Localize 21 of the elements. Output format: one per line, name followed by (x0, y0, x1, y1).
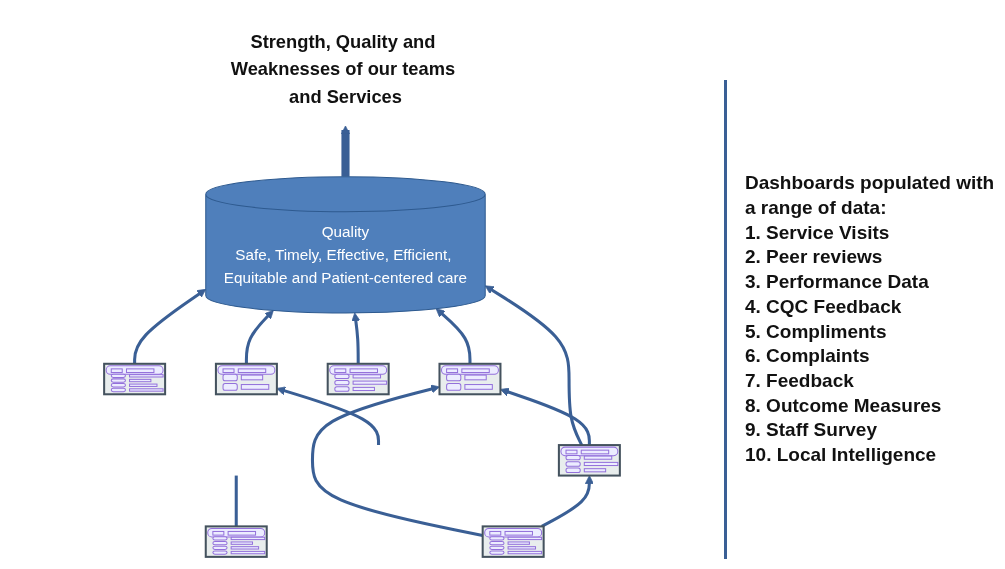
arrow (244, 309, 274, 364)
list-text: 10. Local Intelligence (745, 442, 938, 467)
arrow (341, 125, 350, 177)
list-text: Dashboards populated with a range of data: (745, 171, 996, 221)
list-text: 5. Compliments (745, 319, 888, 344)
list-text: 6. Complaints (745, 344, 871, 369)
arrow (310, 384, 483, 537)
connector (234, 475, 238, 526)
list-text: 1. Service Visits (745, 220, 891, 245)
arrow (351, 312, 361, 364)
list-text: 2. Peer reviews (745, 245, 884, 270)
list-text: 9. Staff Survey (745, 418, 878, 443)
list-text: 3. Performance Data (745, 270, 930, 295)
list-text: 8. Outcome Measures (745, 393, 943, 418)
list-text: 7. Feedback (745, 368, 855, 393)
arrow (276, 386, 381, 445)
arrow (435, 307, 472, 364)
arrow (133, 288, 207, 364)
node-text: Strength, Quality and Weaknesses of our teams and Services (230, 30, 456, 107)
arrow (500, 387, 591, 445)
list-text: 4. CQC Feedback (745, 294, 903, 319)
